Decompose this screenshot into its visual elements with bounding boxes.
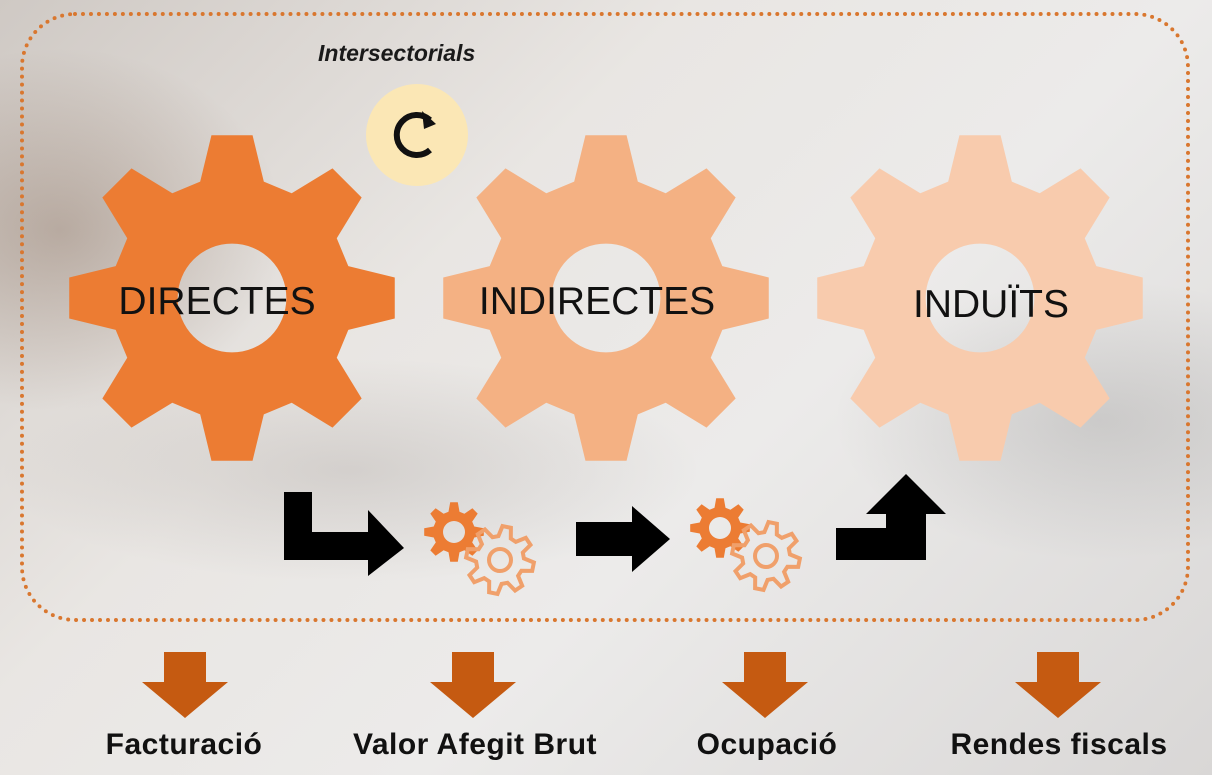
gear-shape (817, 135, 1143, 461)
gear-shape (443, 135, 769, 461)
gear-label-directes: DIRECTES (118, 280, 316, 323)
down-arrow-icon (142, 652, 228, 718)
gear-label-indirectes: INDIRECTES (478, 280, 716, 323)
refresh-icon (366, 84, 468, 186)
metric-label-vab: Valor Afegit Brut (352, 728, 598, 761)
intersectorial-label: Intersectorials (318, 40, 476, 66)
mini-gear-solid (690, 498, 750, 558)
metric-label-ocupacio: Ocupació (696, 728, 838, 761)
gear-label-induits: INDUÏTS (913, 283, 1069, 326)
gears-icon (424, 502, 537, 597)
right-arrow-icon (576, 506, 670, 572)
metric-label-rendes: Rendes fiscals (950, 728, 1168, 761)
mini-gear-solid (424, 502, 484, 562)
gear-indirectes (443, 135, 769, 461)
gears-icon (690, 498, 803, 593)
bent-up-arrow-icon (836, 474, 946, 560)
mini-gear-outline (729, 519, 803, 593)
down-arrow-icon (722, 652, 808, 718)
metric-label-facturacio: Facturació (105, 728, 263, 761)
gear-directes (69, 135, 395, 461)
down-arrow-icon (430, 652, 516, 718)
gear-induits (817, 135, 1143, 461)
mini-gear-outline (463, 523, 537, 597)
dotted-frame (20, 12, 1190, 622)
bent-right-arrow-icon (284, 492, 404, 576)
gear-shape (69, 135, 395, 461)
down-arrow-icon (1015, 652, 1101, 718)
